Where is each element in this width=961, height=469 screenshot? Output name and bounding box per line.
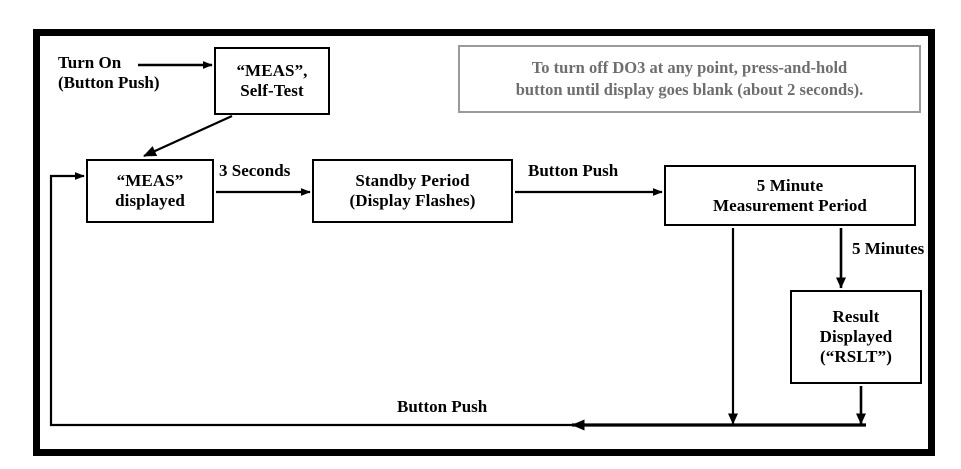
label-turn-on-line1: Turn On (58, 53, 122, 72)
power-off-note-line1: To turn off DO3 at any point, press-and-… (531, 57, 848, 77)
node-meas-self-test[interactable]: “MEAS”, Self-Test (214, 47, 330, 115)
label-button-push-return: Button Push (397, 397, 488, 416)
node-measurement-period-line1: 5 Minute (756, 175, 824, 195)
power-off-note: To turn off DO3 at any point, press-and-… (458, 45, 921, 113)
label-button-push-to-measure: Button Push (528, 161, 619, 180)
node-standby-period-line2: (Display Flashes) (349, 191, 476, 210)
node-result-displayed-line2: Displayed (819, 327, 893, 347)
label-turn-on-line2: (Button Push) (58, 72, 160, 92)
node-meas-self-test-line2: Self-Test (240, 81, 304, 100)
node-meas-displayed-line1: “MEAS” (116, 171, 184, 191)
node-result-displayed-line3: (“RSLT”) (820, 346, 892, 366)
node-result-displayed[interactable]: Result Displayed (“RSLT”) (790, 290, 922, 384)
node-standby-period-line1: Standby Period (355, 171, 470, 191)
node-meas-displayed-line2: displayed (115, 191, 185, 210)
node-measurement-period[interactable]: 5 Minute Measurement Period (664, 165, 916, 226)
node-measurement-period-line2: Measurement Period (713, 195, 867, 215)
label-three-seconds: 3 Seconds (219, 161, 291, 180)
node-standby-period[interactable]: Standby Period (Display Flashes) (312, 159, 513, 223)
label-five-minutes: 5 Minutes (852, 239, 925, 258)
node-result-displayed-line1: Result (832, 307, 880, 327)
label-turn-on: Turn On (Button Push) (58, 53, 160, 92)
node-meas-displayed[interactable]: “MEAS” displayed (86, 159, 214, 223)
node-meas-self-test-line1: “MEAS”, (236, 61, 308, 81)
power-off-note-line2: button until display goes blank (about 2… (515, 80, 864, 99)
